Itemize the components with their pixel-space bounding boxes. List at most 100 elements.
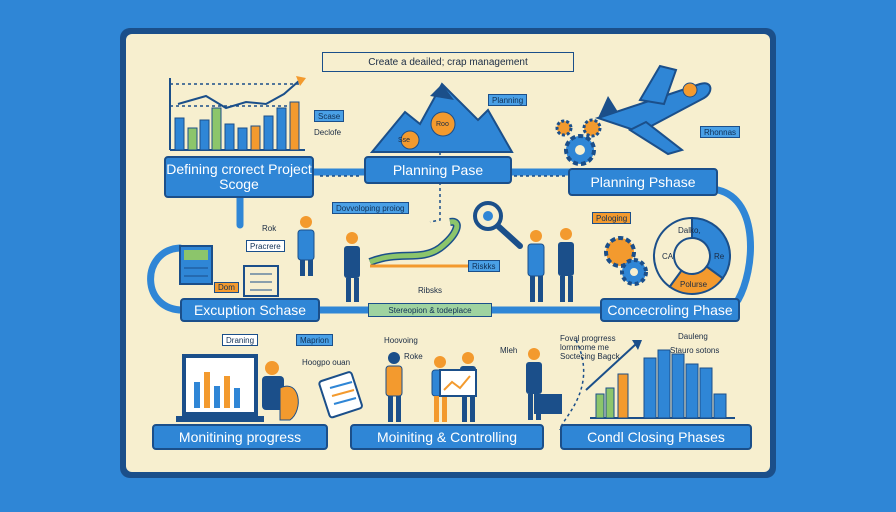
closing-trend-arrow — [632, 340, 642, 350]
clipboard-line — [333, 397, 357, 405]
tag-pologing: Pologing — [592, 212, 632, 224]
person-leg — [388, 396, 393, 422]
scope-bar — [174, 117, 185, 151]
person-leg — [462, 396, 467, 422]
closing-trend — [585, 343, 637, 391]
person-head — [265, 361, 279, 375]
person-leg — [568, 276, 573, 302]
note-roo: Roo — [436, 121, 449, 128]
phase-monitoring-progress: Monitining progress — [152, 424, 328, 450]
note-declofe: Declofe — [314, 128, 342, 137]
person-leg — [560, 276, 565, 302]
presentation-board — [439, 369, 477, 397]
closing-bar — [595, 393, 605, 419]
status-donut — [653, 216, 731, 295]
person-leg — [396, 396, 401, 422]
person-figure — [526, 348, 562, 420]
gear-small — [555, 119, 573, 137]
board-sheet — [439, 369, 477, 397]
gear-hub — [630, 268, 638, 276]
person-leg — [470, 396, 475, 422]
airplane-wing — [638, 64, 678, 106]
person-leg — [434, 396, 439, 422]
tag-draning: Draning — [222, 334, 259, 346]
airplane-tail — [598, 96, 618, 118]
person-body — [262, 376, 284, 410]
scope-bar — [250, 125, 261, 151]
tag-maprion: Maprion — [296, 334, 333, 346]
person-leg — [442, 396, 447, 422]
scope-bar — [276, 107, 287, 151]
person-head — [346, 232, 358, 244]
scope-trend-line — [177, 79, 301, 110]
person-figure — [297, 216, 315, 276]
person-head — [434, 356, 446, 368]
gear-icon — [555, 118, 602, 166]
note-roke: Roke — [404, 352, 423, 361]
donut-label: Dalko, — [678, 226, 701, 235]
airplane-engine — [682, 82, 698, 98]
tag-pracrere: Pracrere — [246, 240, 285, 252]
phase-execution: Excuption Schase — [180, 298, 320, 322]
chair-icon — [279, 385, 299, 421]
board-line — [443, 375, 471, 391]
person-figure — [558, 228, 574, 302]
tag-dom: Dom — [214, 282, 239, 293]
person-body — [344, 246, 360, 278]
monitor-icon — [176, 354, 299, 422]
scope-bar — [237, 127, 248, 151]
goal-circle — [430, 111, 456, 137]
board-panel — [126, 34, 770, 472]
planning-mountains — [369, 82, 514, 153]
closing-bar — [671, 353, 685, 419]
tag-scase: Scase — [314, 110, 345, 122]
closing-bar — [605, 387, 615, 419]
gear-small — [582, 118, 602, 138]
closing-bar — [713, 393, 727, 419]
road-fill — [369, 219, 460, 265]
person-body — [527, 243, 545, 277]
person-leg — [346, 278, 351, 302]
note-rok: Rok — [262, 224, 277, 233]
donut-label: CA — [662, 252, 674, 261]
flow-path-3 — [714, 186, 754, 304]
scope-bar — [187, 127, 198, 151]
gear-icon — [604, 236, 648, 286]
scope-bar — [211, 107, 222, 151]
diagram-title: Create a deailed; crap management — [322, 52, 574, 72]
scope-bar — [224, 123, 235, 151]
person-body — [385, 365, 403, 397]
briefcase-icon — [534, 394, 562, 414]
person-leg — [528, 394, 533, 420]
person-figure — [527, 230, 545, 302]
magnifier-icon — [473, 201, 523, 249]
scope-trend-arrow — [296, 76, 306, 86]
gear-hub — [575, 145, 585, 155]
note-ribsks: Ribsks — [418, 286, 443, 295]
tag-planning: Planning — [488, 94, 528, 106]
tag-developing: Dovvoloping proiog — [332, 202, 409, 214]
phase-planning-pase: Planning Pase — [364, 156, 512, 184]
person-head — [300, 216, 312, 228]
clipboard-sheet — [318, 371, 363, 419]
closing-bar — [643, 357, 657, 419]
person-leg — [538, 276, 543, 302]
magnifier-handle — [495, 223, 523, 249]
person-leg — [530, 276, 535, 302]
person-head — [528, 348, 540, 360]
closing-bar — [617, 373, 629, 419]
person-head — [560, 228, 572, 240]
development-road — [368, 217, 470, 268]
phase-planning-pshase: Planning Pshase — [568, 168, 718, 196]
mountain-peak — [430, 84, 454, 100]
monitor-bar — [204, 372, 210, 408]
person-figure — [385, 352, 403, 422]
closing-chart — [585, 340, 735, 419]
person-body — [558, 242, 574, 276]
document-board — [243, 265, 279, 297]
donut-label: Re — [714, 252, 725, 261]
note-hoovoing: Hoovoing — [384, 336, 418, 345]
clipboard-icon — [318, 371, 363, 419]
note-foval: Foval progrress lornmome me Soctecing Ba… — [560, 334, 620, 361]
